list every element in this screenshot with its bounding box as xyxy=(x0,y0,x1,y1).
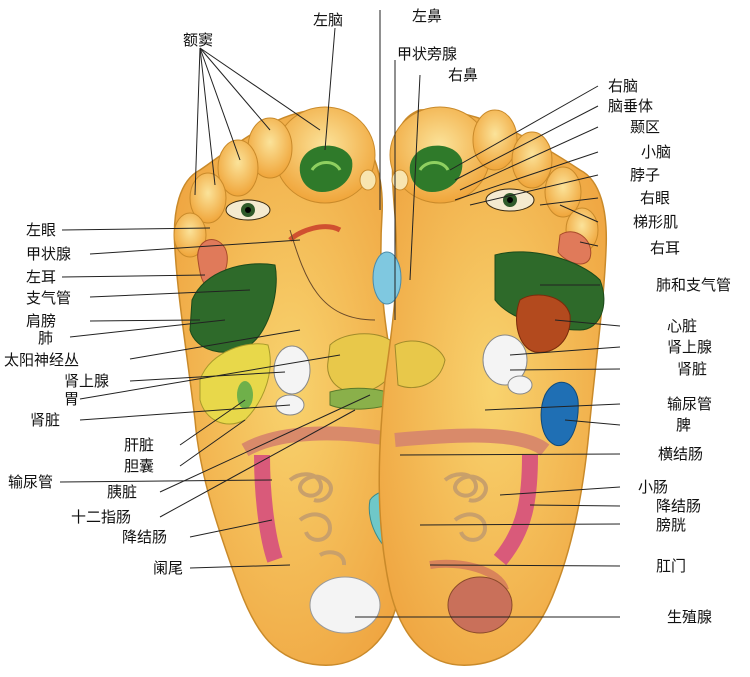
label-shengzhixian: 生殖腺 xyxy=(667,608,713,626)
label-fei-he-zhiqiguan: 肺和支气管 xyxy=(656,276,732,294)
label-shenshangxian-right: 肾上腺 xyxy=(667,338,713,356)
label-bozi: 脖子 xyxy=(630,166,661,184)
right-ear xyxy=(557,231,592,265)
label-wei: 胃 xyxy=(64,390,80,408)
label-shenzang-left: 肾脏 xyxy=(30,411,61,429)
right-toe-4 xyxy=(544,166,582,218)
left-kidney xyxy=(273,345,311,395)
label-jiazhuangxian: 甲状腺 xyxy=(26,245,72,263)
right-small-intestine xyxy=(443,472,488,542)
left-nose xyxy=(359,169,377,191)
label-pangguang: 膀胱 xyxy=(656,516,687,534)
spleen xyxy=(540,382,579,447)
label-youyan: 右眼 xyxy=(640,189,671,207)
left-lung xyxy=(189,263,277,353)
label-jiangjiechang-left: 降结肠 xyxy=(122,528,168,546)
left-toe-3 xyxy=(217,139,259,197)
gallbladder xyxy=(237,381,253,409)
label-xiaochang: 小肠 xyxy=(638,478,669,496)
label-jiazhuangpangxian: 甲状旁腺 xyxy=(397,45,458,63)
label-xiaonao: 小脑 xyxy=(641,143,672,161)
label-naochuiti: 脑垂体 xyxy=(608,97,654,115)
label-pi: 脾 xyxy=(676,416,692,434)
label-gangmen: 肛门 xyxy=(656,557,687,575)
label-jianbang: 肩膀 xyxy=(26,312,57,330)
label-zuoyan: 左眼 xyxy=(26,221,57,239)
right-colon xyxy=(394,428,550,456)
label-zuonao: 左脑 xyxy=(313,11,344,29)
right-toe-2 xyxy=(472,109,518,171)
right-toe-3 xyxy=(511,131,553,189)
right-foot-sole xyxy=(378,108,608,666)
label-younao: 右脑 xyxy=(608,77,639,95)
label-shierzhichang: 十二指肠 xyxy=(71,508,132,526)
label-shuniaoguan-left: 输尿管 xyxy=(8,473,54,491)
label-niequ: 颞区 xyxy=(630,118,661,136)
label-jiangjiechang-right: 降结肠 xyxy=(656,497,702,515)
label-shenzang-right: 肾脏 xyxy=(677,360,708,378)
right-kidney-2 xyxy=(507,375,533,395)
label-fei: 肺 xyxy=(38,329,54,347)
left-toe-4 xyxy=(189,172,227,224)
left-ascending-colon xyxy=(254,454,283,563)
right-nose xyxy=(391,169,409,191)
label-zuoer: 左耳 xyxy=(26,268,57,286)
label-lanwei: 阑尾 xyxy=(153,559,184,577)
liver xyxy=(199,343,271,425)
left-thyroid xyxy=(288,224,342,242)
label-hengjiechang: 横结肠 xyxy=(658,445,704,463)
right-stomach xyxy=(394,340,446,389)
right-descending-colon xyxy=(493,454,538,566)
right-kidney xyxy=(482,334,528,386)
leader-lines-right xyxy=(355,60,621,618)
anus xyxy=(429,559,509,592)
label-youbi: 右鼻 xyxy=(448,66,479,84)
label-zuobi: 左鼻 xyxy=(412,7,443,25)
left-gonad xyxy=(309,576,381,634)
left-toe-5 xyxy=(173,212,207,258)
label-e-dou: 额窦 xyxy=(183,31,214,49)
right-foot xyxy=(372,106,608,666)
left-brain-region xyxy=(299,145,353,192)
label-shenshangxian-left: 肾上腺 xyxy=(64,372,110,390)
left-foot xyxy=(173,106,435,666)
left-small-intestine xyxy=(288,472,346,566)
right-gonad xyxy=(447,576,513,634)
heart xyxy=(516,294,571,353)
label-xinzang: 心脏 xyxy=(667,317,698,335)
label-shuniaoguan-right: 输尿管 xyxy=(667,395,713,413)
label-yizang: 胰脏 xyxy=(107,483,138,501)
thyroid-gland xyxy=(372,251,402,305)
leader-lines-left xyxy=(59,27,371,569)
label-youer: 右耳 xyxy=(650,239,681,257)
label-ganzang: 肝脏 xyxy=(124,436,155,454)
label-zhiqiguan: 支气管 xyxy=(26,289,72,307)
label-dannang: 胆囊 xyxy=(124,457,155,475)
label-taiyangshenjingcong: 太阳神经丛 xyxy=(4,351,80,369)
right-brain-region xyxy=(409,145,463,192)
label-tixingji: 梯形肌 xyxy=(633,213,679,231)
